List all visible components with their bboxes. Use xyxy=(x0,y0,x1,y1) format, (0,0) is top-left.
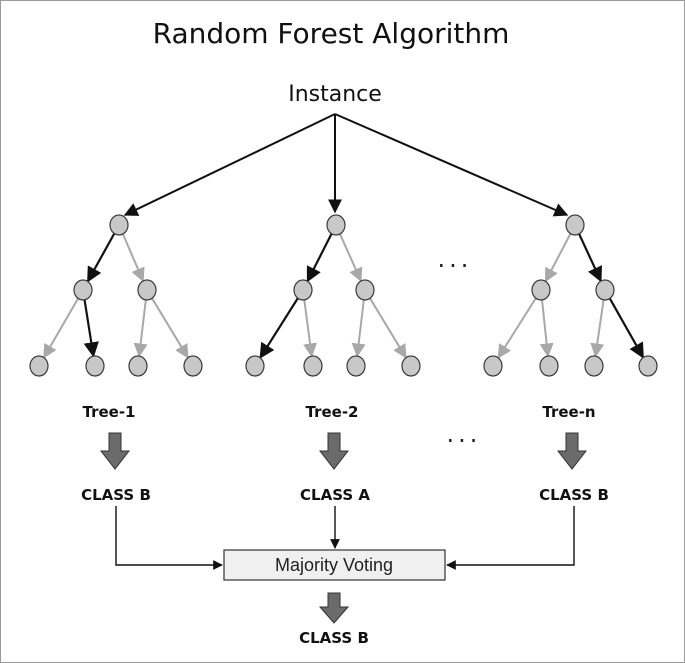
tree-2-leaf-node-1 xyxy=(303,355,323,377)
tree-3-leaf-node-2 xyxy=(584,355,604,377)
tree-3-leaf-node-1 xyxy=(539,355,559,377)
root-edges xyxy=(123,113,569,217)
tree-3-leaf-node-0 xyxy=(483,355,503,377)
instance-label: Instance xyxy=(288,82,382,107)
tree-3-edge-mid-leaf-0 xyxy=(497,297,538,359)
tree-1-edge-mid-leaf-2 xyxy=(133,298,148,358)
tree-3-mid-node-0 xyxy=(531,279,551,301)
tree-2-edge-root-mid-0 xyxy=(306,232,333,283)
tree-3-mid-node-1 xyxy=(595,279,615,301)
tree-1-edge-mid-leaf-0 xyxy=(43,297,80,359)
block-arrow-tree-1 xyxy=(99,432,131,470)
tree-1-leaf-node-2 xyxy=(128,355,148,377)
tree-3-edge-root-mid-0 xyxy=(544,232,572,283)
tree-2-mid-node-1 xyxy=(355,279,375,301)
diagram-title: Random Forest Algorithm xyxy=(153,17,510,50)
tree-3-leaf-node-3 xyxy=(638,355,658,377)
tree-2-class: CLASS A xyxy=(300,486,370,504)
voting-connectors xyxy=(115,506,575,570)
tree-1-mid-node-1 xyxy=(137,279,157,301)
tree-2-leaf-node-3 xyxy=(401,355,421,377)
block-arrow-final xyxy=(318,592,350,624)
tree-1-class: CLASS B xyxy=(81,486,151,504)
tree-2-mid-node-0 xyxy=(293,279,313,301)
root-edge-tree-1 xyxy=(123,113,336,216)
connector-tree-n xyxy=(446,506,575,570)
root-edge-tree-n xyxy=(334,113,569,217)
tree-1-leaf-node-1 xyxy=(85,355,105,377)
tree-1-root-node xyxy=(109,214,129,236)
tree-2-edge-root-mid-1 xyxy=(338,232,363,283)
block-arrow-tree-n xyxy=(556,432,588,470)
tree-2-edge-mid-leaf-3 xyxy=(368,297,407,359)
tree-n-class: CLASS B xyxy=(539,486,609,504)
ellipsis-trees: ... xyxy=(438,245,473,273)
connector-tree-1 xyxy=(115,506,223,570)
tree-n-label: Tree-n xyxy=(542,403,595,421)
tree-2-root-node xyxy=(326,214,346,236)
tree-1-mid-node-0 xyxy=(73,279,93,301)
tree-3-edge-mid-leaf-2 xyxy=(590,298,605,358)
tree-1-edge-root-mid-1 xyxy=(121,232,145,283)
tree-2-edge-mid-leaf-1 xyxy=(303,298,317,358)
tree-2-leaf-node-2 xyxy=(346,355,366,377)
tree-1-leaf-node-0 xyxy=(29,355,49,377)
tree-3-edge-root-mid-1 xyxy=(577,232,602,283)
ellipsis-outputs: ... xyxy=(447,420,482,448)
majority-voting-label: Majority Voting xyxy=(275,555,393,575)
trees-layer xyxy=(29,214,658,377)
tree-output-arrows xyxy=(99,432,588,470)
tree-1-edge-root-mid-0 xyxy=(86,232,116,283)
block-arrow-tree-2 xyxy=(318,432,350,470)
tree-1-edge-mid-leaf-1 xyxy=(83,298,99,358)
tree-2-edge-mid-leaf-2 xyxy=(351,298,366,358)
tree-3-edge-mid-leaf-3 xyxy=(608,297,645,359)
tree-2-edge-mid-leaf-0 xyxy=(259,297,300,359)
final-class: CLASS B xyxy=(299,629,369,647)
tree-2-label: Tree-2 xyxy=(306,403,359,421)
majority-voting-box xyxy=(223,549,446,581)
tree-1-edge-mid-leaf-3 xyxy=(150,297,189,359)
tree-3-edge-mid-leaf-1 xyxy=(539,298,554,358)
tree-2-leaf-node-0 xyxy=(245,355,265,377)
tree-3-root-node xyxy=(565,214,585,236)
tree-1-label: Tree-1 xyxy=(83,403,136,421)
tree-1-leaf-node-3 xyxy=(183,355,203,377)
